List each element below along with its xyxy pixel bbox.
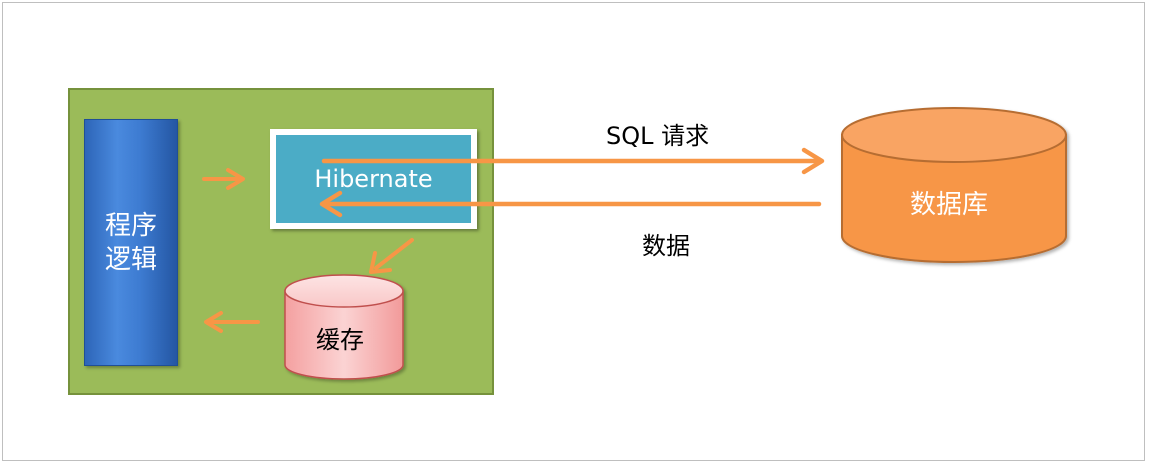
hibernate-box: Hibernate — [270, 129, 477, 229]
database-cylinder — [841, 107, 1067, 263]
hibernate-label: Hibernate — [314, 165, 433, 193]
program-logic-block: 程序逻辑 — [84, 119, 178, 366]
hibernate-box-inner: Hibernate — [276, 135, 471, 223]
program-logic-label: 程序逻辑 — [104, 210, 157, 275]
database-label: 数据库 — [910, 190, 989, 220]
arrow-to-cache — [369, 238, 414, 274]
arrow-sql-request — [321, 147, 825, 175]
data-label: 数据 — [642, 232, 690, 260]
arrow-to-hibernate — [202, 168, 245, 190]
arrow-to-program-logic — [204, 311, 260, 333]
cache-cylinder — [284, 274, 404, 380]
arrow-data-return — [319, 190, 822, 218]
cache-label: 缓存 — [316, 326, 364, 354]
sql-request-label: SQL 请求 — [606, 122, 710, 150]
